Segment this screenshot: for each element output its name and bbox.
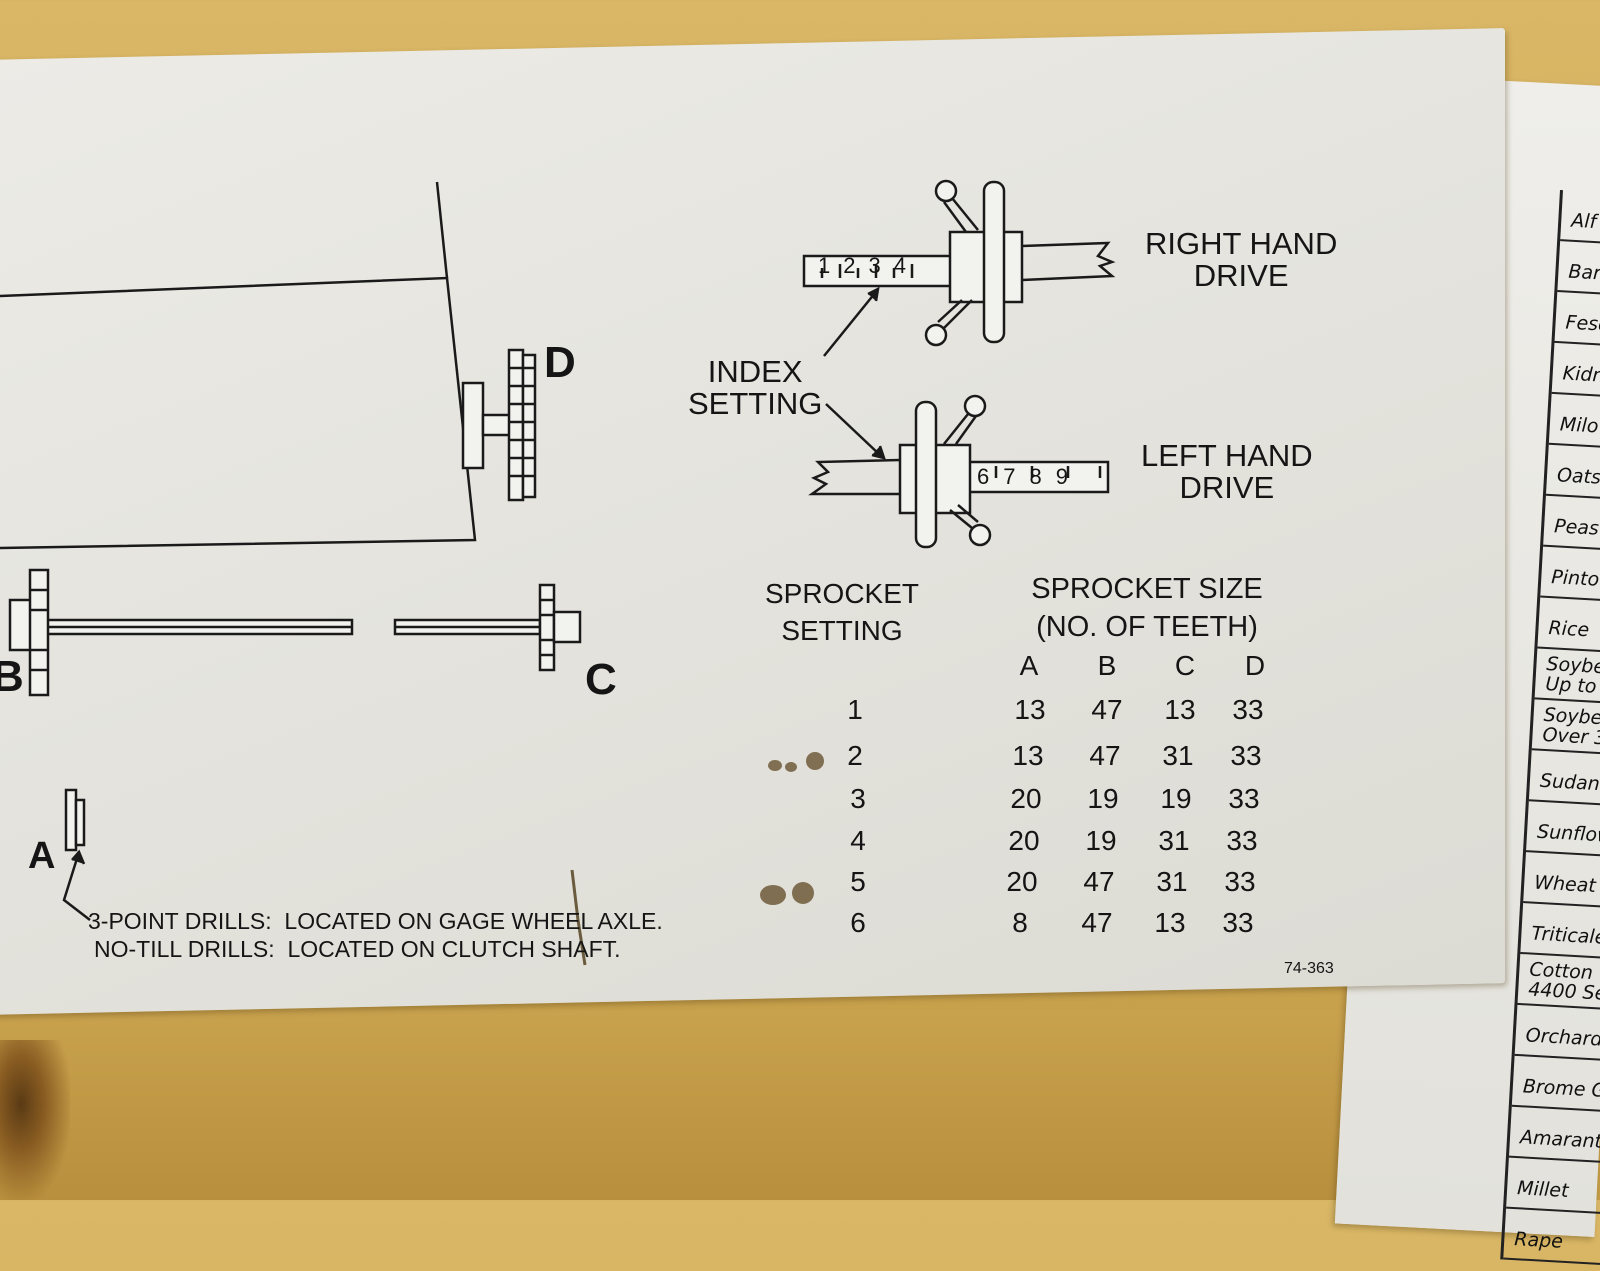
size-cell-a: 20 (1008, 825, 1040, 856)
size-cell-b: 19 (1087, 783, 1119, 814)
size-cell-c: 31 (1156, 866, 1188, 897)
size-cell-d: 33 (1230, 740, 1262, 771)
drill-box-outline (0, 276, 477, 550)
setting-cell: 3 (850, 783, 866, 814)
size-cell-c: 13 (1164, 694, 1196, 725)
size-cell-d: 33 (1222, 907, 1254, 938)
right-scale-numbers: 1234 (818, 253, 919, 278)
column-header-c: C (1174, 650, 1196, 681)
sprocket-size-header: SPROCKET SIZE(NO. OF TEETH) (1031, 573, 1263, 643)
part-number: 74-363 (1284, 960, 1334, 977)
sprocket-d (461, 348, 537, 502)
setting-cell: 5 (850, 866, 866, 897)
size-cell-d: 33 (1226, 825, 1258, 856)
dirt-speck (760, 885, 786, 905)
box-edge (435, 181, 449, 279)
dirt-speck (806, 752, 824, 770)
size-cell-a: 13 (1012, 740, 1044, 771)
dirt-speck (792, 882, 814, 904)
setting-cell: 4 (850, 825, 866, 856)
size-cell-d: 33 (1232, 694, 1264, 725)
column-header-a: A (1019, 650, 1039, 681)
column-header-d: D (1244, 650, 1266, 681)
dirt-speck (785, 762, 797, 772)
sprocket-a (62, 788, 91, 921)
size-cell-c: 31 (1162, 740, 1194, 771)
note-3-point: 3-POINT DRILLS: LOCATED ON GAGE WHEEL AX… (88, 908, 663, 934)
size-cell-c: 31 (1158, 825, 1190, 856)
size-cell-a: 8 (1012, 907, 1028, 938)
left-scale-numbers: 6789 (977, 464, 1082, 489)
size-cell-b: 47 (1091, 694, 1123, 725)
sprocket-c-shaft (393, 583, 582, 672)
size-cell-a: 20 (1010, 783, 1042, 814)
size-cell-b: 19 (1085, 825, 1117, 856)
size-cell-d: 33 (1228, 783, 1260, 814)
left-hand-drive (808, 394, 1110, 549)
crop-name: Rape (1513, 1228, 1564, 1253)
scratch-mark (570, 869, 587, 966)
drive-diagram (0, 179, 1116, 966)
size-cell-a: 20 (1006, 866, 1038, 897)
index-setting-arrows (823, 286, 886, 460)
label-d: D (544, 338, 576, 387)
note-no-till: NO-TILL DRILLS: LOCATED ON CLUTCH SHAFT. (94, 936, 621, 962)
label-b: B (0, 652, 24, 701)
size-cell-b: 47 (1083, 866, 1115, 897)
setting-cell: 1 (847, 694, 863, 725)
size-cell-b: 47 (1081, 907, 1113, 938)
right-hand-drive (802, 179, 1116, 347)
size-cell-c: 19 (1160, 783, 1192, 814)
size-cell-d: 33 (1224, 866, 1256, 897)
size-cell-a: 13 (1014, 694, 1046, 725)
equipment-housing (0, 1010, 1420, 1200)
setting-cell: 2 (847, 740, 863, 771)
size-cell-b: 47 (1089, 740, 1121, 771)
sprocket-b-shaft (8, 568, 354, 697)
setting-cell: 6 (850, 907, 866, 938)
size-cell-c: 13 (1154, 907, 1186, 938)
label-c: C (585, 655, 617, 704)
dirt-speck (768, 760, 782, 771)
crop-row: Rape (1503, 1208, 1600, 1271)
label-a: A (28, 835, 56, 877)
column-header-b: B (1097, 650, 1117, 681)
rust-stain (0, 1040, 70, 1200)
